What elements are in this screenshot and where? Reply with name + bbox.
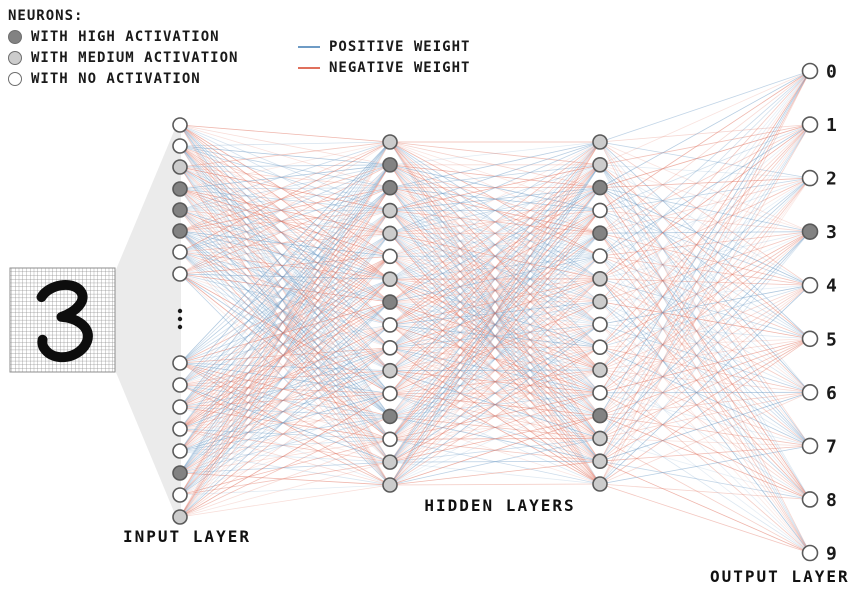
neuron — [592, 339, 608, 356]
negative-weight-line-icon — [298, 67, 320, 69]
positive-weight-line-icon — [298, 46, 320, 48]
legend-label-negative: NEGATIVE WEIGHT — [329, 60, 471, 76]
neuron — [172, 355, 188, 371]
weight-edges — [179, 70, 811, 554]
neuron — [172, 487, 188, 503]
output-label-7: 7 — [826, 436, 837, 457]
output-label-4: 4 — [826, 276, 837, 297]
input-layer-neurons — [172, 117, 188, 525]
neuron — [592, 225, 608, 241]
neuron — [382, 454, 398, 470]
neuron — [172, 244, 188, 260]
neuron — [382, 225, 398, 242]
neuron — [801, 330, 819, 348]
neuron — [382, 248, 398, 265]
neurons-legend-title: NEURONS: — [8, 8, 84, 24]
output-label-0: 0 — [826, 62, 837, 83]
neuron — [382, 362, 398, 379]
neuron — [172, 138, 188, 154]
neuron — [382, 202, 398, 219]
legend-item-medium-activation: WITH MEDIUM ACTIVATION — [8, 50, 238, 66]
neuron — [382, 271, 398, 288]
neuron — [172, 443, 188, 459]
neuron — [592, 316, 608, 333]
output-label-3: 3 — [826, 222, 837, 243]
neuron — [172, 159, 188, 175]
neuron — [592, 430, 608, 447]
weights-legend: POSITIVE WEIGHT NEGATIVE WEIGHT — [298, 34, 470, 76]
neuron — [382, 385, 398, 402]
legend-label-none: WITH NO ACTIVATION — [31, 71, 201, 87]
output-label-8: 8 — [826, 490, 837, 511]
output-label-1: 1 — [826, 115, 837, 136]
legend-item-high-activation: WITH HIGH ACTIVATION — [8, 29, 238, 45]
neuron — [801, 116, 819, 133]
output-label-2: 2 — [826, 169, 837, 190]
input-funnel — [110, 120, 181, 522]
neuron — [592, 453, 608, 470]
legend-item-positive-weight: POSITIVE WEIGHT — [298, 39, 470, 55]
neuron — [172, 465, 188, 481]
neuron — [172, 377, 188, 393]
digit-3-image — [9, 267, 116, 373]
neuron — [801, 491, 819, 508]
output-layer-neurons — [801, 62, 819, 562]
input-layer-label: INPUT LAYER — [123, 527, 251, 546]
neuron — [172, 509, 188, 525]
neuron — [592, 384, 608, 401]
neuron — [382, 408, 398, 425]
neuron — [801, 169, 819, 187]
neuron — [172, 117, 188, 133]
neuron — [172, 421, 188, 437]
neuron — [592, 407, 608, 424]
legend-label-medium: WITH MEDIUM ACTIVATION — [31, 50, 239, 66]
neuron — [801, 384, 819, 401]
output-label-9: 9 — [826, 544, 837, 565]
neuron — [382, 179, 398, 196]
high-activation-neuron-icon — [8, 30, 22, 44]
neuron — [592, 134, 608, 150]
output-label-6: 6 — [826, 383, 837, 404]
neuron — [382, 157, 398, 173]
neuron — [801, 62, 819, 80]
neuron — [592, 179, 608, 196]
neuron — [592, 362, 608, 378]
neuron — [592, 293, 608, 310]
legend-item-negative-weight: NEGATIVE WEIGHT — [298, 60, 470, 76]
neuron — [592, 270, 608, 287]
hidden-layer-2-neurons — [592, 134, 608, 492]
output-layer-label: OUTPUT LAYER — [710, 567, 850, 586]
neuron — [801, 276, 819, 294]
neuron — [592, 476, 608, 492]
neuron — [382, 431, 398, 448]
legend-item-no-activation: WITH NO ACTIVATION — [8, 71, 238, 87]
neuron — [382, 134, 398, 150]
neuron — [801, 223, 819, 240]
hidden-layer-1-neurons — [382, 134, 398, 493]
neuron — [172, 181, 188, 197]
output-label-5: 5 — [826, 329, 837, 350]
neuron — [172, 202, 188, 218]
neuron — [382, 294, 398, 310]
neuron — [382, 339, 398, 356]
neuron — [592, 157, 608, 173]
output-class-labels: 0 1 2 3 4 5 6 7 8 9 — [826, 62, 837, 565]
neuron — [382, 317, 398, 333]
medium-activation-neuron-icon — [8, 51, 22, 65]
neuron — [172, 399, 188, 415]
neuron — [801, 437, 819, 455]
neuron — [592, 248, 608, 264]
neuron — [172, 223, 188, 239]
legend-label-positive: POSITIVE WEIGHT — [329, 39, 471, 55]
neurons-legend: NEURONS: WITH HIGH ACTIVATION WITH MEDIU… — [8, 8, 238, 87]
neuron — [801, 544, 819, 562]
hidden-layers-label: HIDDEN LAYERS — [424, 496, 576, 515]
legend-label-high: WITH HIGH ACTIVATION — [31, 29, 220, 45]
neuron — [172, 266, 188, 282]
neuron — [592, 202, 608, 219]
input-ellipsis — [177, 308, 183, 330]
neuron — [382, 477, 398, 493]
no-activation-neuron-icon — [8, 72, 22, 86]
